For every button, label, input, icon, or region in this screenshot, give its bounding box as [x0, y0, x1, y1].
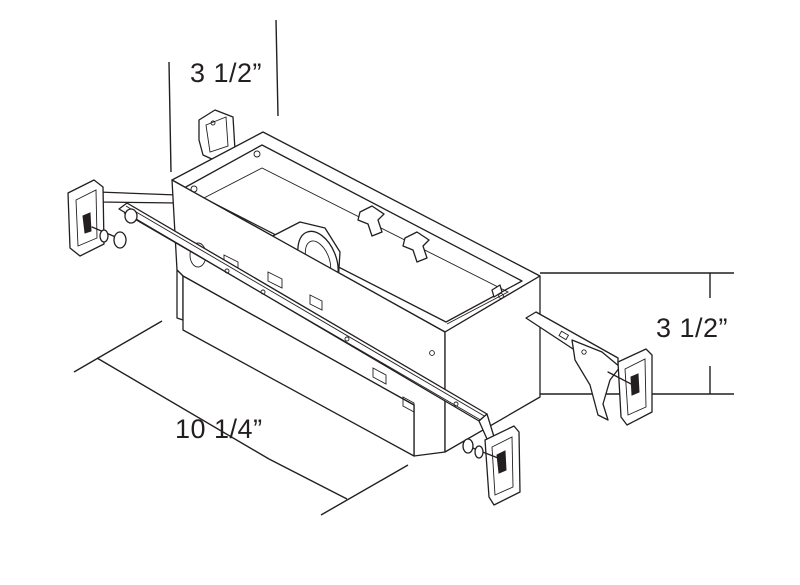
dimension-length-label: 10 1/4”: [175, 414, 263, 444]
right-rail: [525, 311, 621, 421]
front-right-bracket: [462, 413, 521, 506]
dimension-depth-label: 3 1/2”: [190, 58, 263, 88]
rear-rail: [97, 191, 179, 204]
dimension-depth-lines: [168, 19, 279, 173]
box-body: [171, 131, 541, 457]
dimension-length-lines: [73, 320, 409, 516]
back-bracket: [198, 109, 236, 161]
dimension-height-label: 3 1/2”: [656, 313, 729, 343]
right-bracket: [607, 348, 653, 426]
left-bracket: [67, 179, 138, 257]
